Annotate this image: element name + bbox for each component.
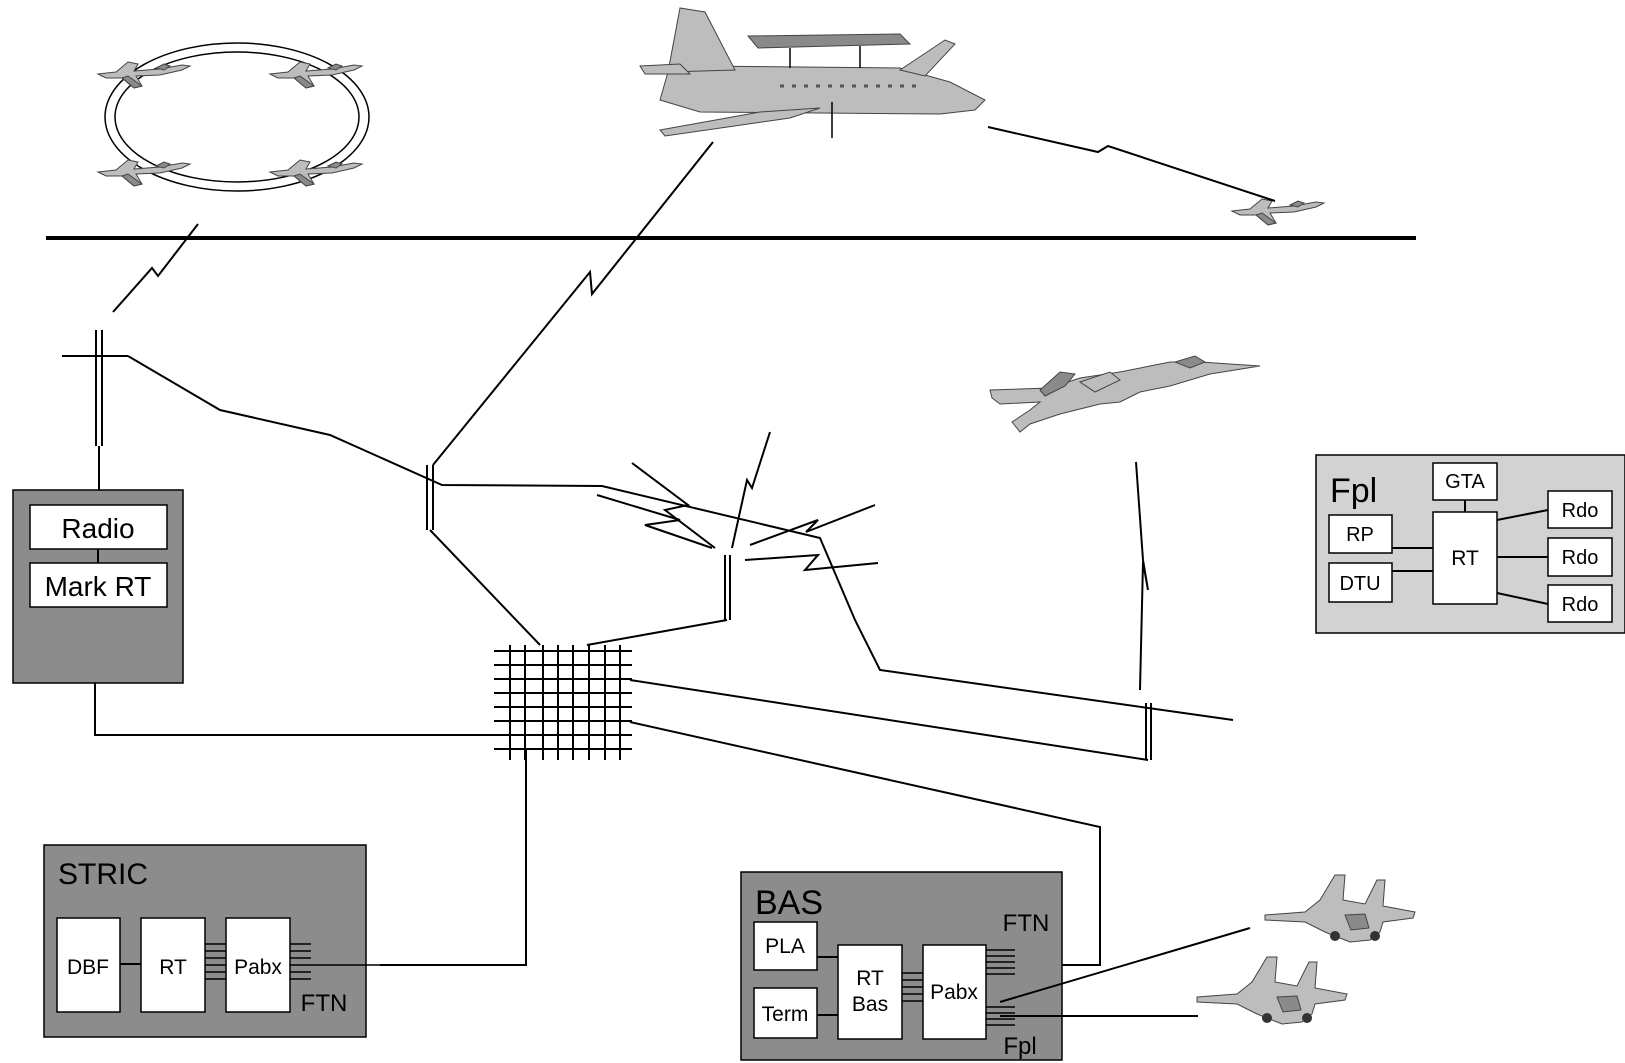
gta-box [1432,462,1498,501]
bas-panel: BAS PLA Term RT Bas Pabx [740,871,1063,1061]
rdo-label-1: Rdo [1562,500,1599,522]
mark-rt-box [29,562,168,608]
link-center-antenna-to-grid [429,529,541,646]
stric-ftn-label: FTN [301,990,348,1017]
fighter-jet-icon [269,61,363,89]
term-box [753,987,818,1039]
large-fighter-jet-icon [989,355,1261,433]
radio-link-awacs [432,141,714,466]
stric-pabx-box [225,917,291,1013]
radio-link-fighter-ground [1135,461,1149,691]
term-label: Term [762,1003,809,1026]
fighter-jet-icon [269,159,363,187]
fpl-panel: Fpl GTA RT RP DTU Rdo Rdo Rdo [1315,454,1625,634]
radio-link-awacs-fighter [987,126,1276,202]
awacs-aircraft-icon [639,7,986,138]
orbit-ellipse-inner [114,51,360,183]
antenna-radio-station [62,330,128,490]
orbit-formation [97,42,370,192]
rdo-label-3: Rdo [1562,594,1599,616]
radio-link-orbit [112,223,199,313]
rt-bas-box [837,944,903,1040]
dtu-box [1328,562,1393,603]
pla-label: PLA [765,935,805,958]
antenna-right [1145,703,1152,760]
rdo-box-2 [1547,537,1613,577]
fighter-jet-icon [1231,198,1325,226]
switching-grid-icon [494,645,632,760]
link-radio-box-to-grid [94,660,495,736]
parked-jet-icon [1264,874,1416,943]
rdo-label-2: Rdo [1562,547,1599,569]
stric-pabx-label: Pabx [234,956,282,979]
bas-title: BAS [755,884,823,922]
antenna-broadcast [596,431,879,620]
stric-title: STRIC [58,858,148,891]
rt-bas-label-line1: RT [856,967,884,990]
mark-rt-label: Mark RT [45,571,152,602]
gta-label: GTA [1445,471,1485,493]
rt-bas-label-line2: Bas [852,993,888,1016]
bas-pabx-label: Pabx [930,981,978,1004]
link-grid-to-right-antenna [629,679,1149,761]
bas-fpl-label: Fpl [1003,1033,1036,1060]
stric-panel: STRIC DBF RT Pabx FTN [43,844,380,1038]
fpl-title: Fpl [1330,472,1377,510]
link-grid-to-broadcast [586,619,728,646]
radio-station-panel: Radio Mark RT [12,489,184,684]
dbf-label: DBF [67,956,109,979]
bas-pabx-box [922,944,987,1040]
pla-box [753,921,818,971]
stric-rt-box [140,917,206,1013]
radio-label: Radio [61,513,134,544]
rp-label: RP [1346,524,1374,546]
dtu-label: DTU [1339,573,1380,595]
stric-rt-label: RT [159,956,187,979]
rdo-box-1 [1547,490,1613,529]
fighter-jet-icon [97,61,191,89]
parked-jet-icon [1196,956,1348,1025]
antenna-center [426,465,434,530]
bas-ftn-label: FTN [1003,910,1050,937]
fpl-rt-label: RT [1451,547,1479,570]
link-radio-to-center [127,355,1234,721]
orbit-ellipse-outer [104,42,370,192]
link-bas-to-parked-jet-1 [999,927,1251,1003]
rp-box [1328,514,1393,554]
link-grid-to-stric [380,750,527,966]
dbf-box [56,917,121,1013]
